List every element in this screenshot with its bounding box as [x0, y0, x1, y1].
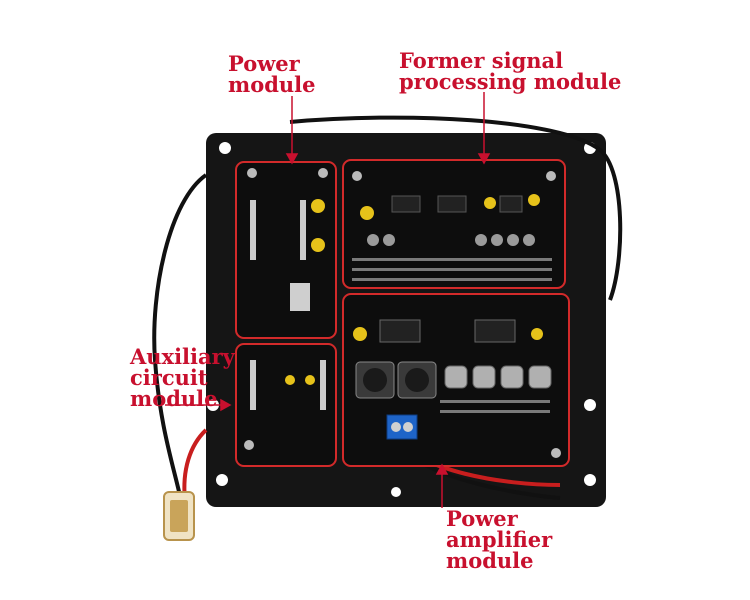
amp-label-line-2: amplifier — [446, 527, 553, 552]
inductor-cores — [363, 368, 429, 392]
amp-label-line-3: module — [446, 548, 534, 573]
plate-hole — [584, 474, 596, 486]
pcb-former-module — [342, 159, 566, 289]
former-label-line-1: Former signal — [399, 48, 564, 73]
aux-components — [285, 375, 315, 385]
ic-chips — [391, 195, 523, 213]
screw — [546, 171, 556, 181]
power-label-line-2: module — [228, 72, 316, 97]
screw — [551, 448, 561, 458]
capacitor-row — [367, 234, 535, 246]
red-wire — [182, 428, 208, 501]
plate-hole — [391, 487, 401, 497]
power-connector — [290, 283, 310, 311]
black-wire — [289, 115, 623, 301]
amp-caps — [353, 327, 543, 341]
terminal-screw — [403, 422, 413, 432]
screw — [352, 171, 362, 181]
power-label-line-1: Power — [228, 51, 300, 76]
former-module-label: Former signal processing module — [399, 50, 621, 92]
amp-label-line-1: Power — [446, 506, 518, 531]
arrow-amp — [435, 463, 449, 475]
arrow-aux — [220, 398, 232, 412]
power-components — [311, 199, 325, 252]
amp-ics — [379, 319, 516, 343]
plate-hole — [216, 474, 228, 486]
power-module-label: Power module — [228, 53, 316, 95]
aux-label-line-1: Auxiliary — [130, 344, 235, 369]
resistor-grid — [352, 258, 552, 281]
power-silkscreen — [250, 200, 306, 260]
amp-resistors — [440, 400, 550, 413]
pcb-auxiliary-module — [235, 343, 337, 467]
screw — [244, 440, 254, 450]
aux-label-line-3: module — [130, 386, 218, 411]
aux-silkscreen — [250, 360, 326, 410]
yellow-capacitors — [360, 194, 540, 220]
screw — [247, 168, 257, 178]
screw — [318, 168, 328, 178]
plate-hole — [219, 142, 231, 154]
arrow-power — [285, 153, 299, 165]
spade-connector-metal — [170, 500, 188, 532]
amplifier-module-label: Power amplifier module — [446, 508, 552, 571]
aux-label-line-2: circuit — [130, 365, 208, 390]
plate-hole — [584, 399, 596, 411]
auxiliary-module-label: Auxiliary circuit module — [130, 346, 235, 409]
terminal-screw — [391, 422, 401, 432]
toroid-caps — [444, 365, 552, 389]
former-label-line-2: processing module — [399, 69, 622, 94]
black-wire — [152, 173, 208, 506]
arrow-former — [477, 153, 491, 165]
